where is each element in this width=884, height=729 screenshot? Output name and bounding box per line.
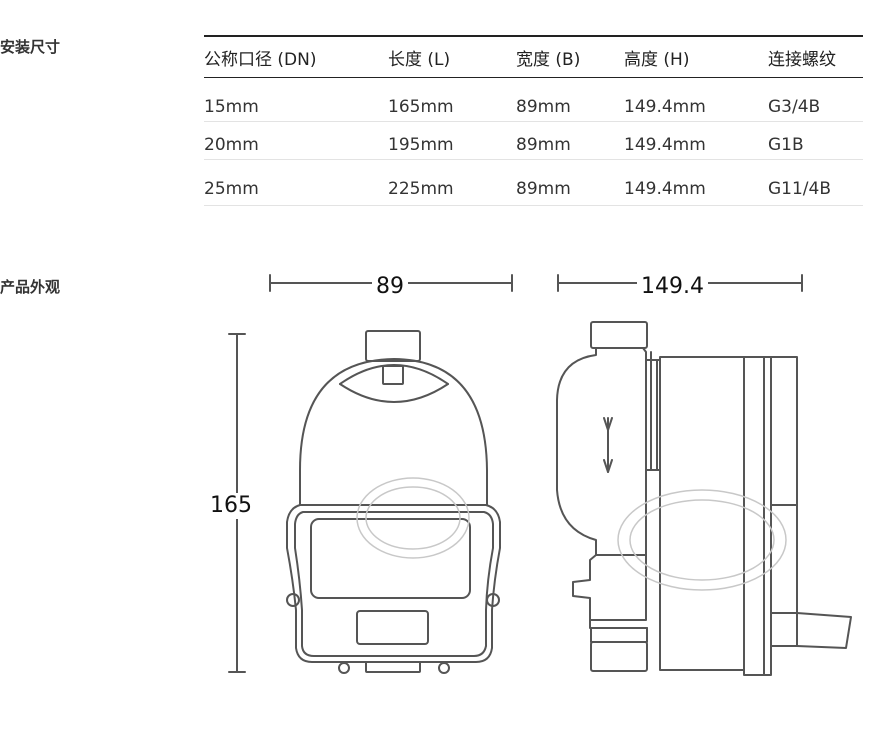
header-nominal-diameter: 公称口径 (DN) (204, 35, 388, 78)
table-cell: 89mm (516, 159, 624, 206)
product-appearance-heading: 产品外观 (0, 278, 61, 296)
table-cell: 225mm (388, 159, 516, 206)
table-cell: 195mm (388, 121, 516, 160)
table-cell: 20mm (204, 121, 388, 160)
header-height: 高度 (H) (624, 35, 768, 78)
table-cell: 149.4mm (624, 121, 768, 160)
table-header-row: 公称口径 (DN) 长度 (L) 宽度 (B) 高度 (H) 连接螺纹 (204, 35, 863, 78)
table-cell: G3/4B (768, 77, 863, 122)
header-width: 宽度 (B) (516, 35, 624, 78)
table-cell: 89mm (516, 77, 624, 122)
table-cell: 149.4mm (624, 159, 768, 206)
table-row: 15mm 165mm 89mm 149.4mm G3/4B (204, 77, 863, 122)
depth-dimension-label: 149.4 (637, 276, 708, 298)
watermark-stamp (356, 477, 787, 591)
table-cell: 15mm (204, 77, 388, 122)
table-cell: 149.4mm (624, 77, 768, 122)
header-thread: 连接螺纹 (768, 35, 863, 78)
width-dimension-label: 89 (372, 276, 408, 298)
table-cell: 165mm (388, 77, 516, 122)
front-view (286, 330, 501, 674)
dimension-table: 公称口径 (DN) 长度 (L) 宽度 (B) 高度 (H) 连接螺纹 15mm… (204, 35, 863, 206)
table-cell: G11/4B (768, 159, 863, 206)
table-cell: 25mm (204, 159, 388, 206)
table-cell: 89mm (516, 121, 624, 160)
side-view (556, 321, 852, 676)
install-dimensions-heading: 安装尺寸 (0, 38, 61, 56)
table-cell: G1B (768, 121, 863, 160)
header-length: 长度 (L) (388, 35, 516, 78)
height-dimension-label: 165 (208, 493, 254, 519)
table-row: 20mm 195mm 89mm 149.4mm G1B (204, 121, 863, 160)
table-row: 25mm 225mm 89mm 149.4mm G11/4B (204, 159, 863, 206)
